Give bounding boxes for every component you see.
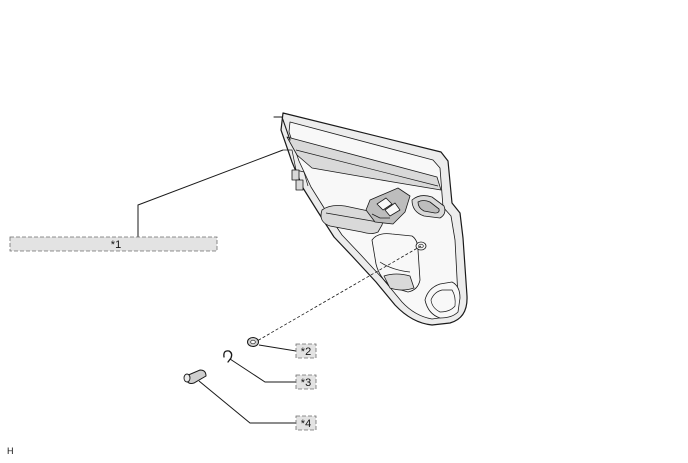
callout-2: *2 [295,343,317,359]
callout-3-label: *3 [301,377,311,389]
side-bracket-a [291,169,300,181]
callout-1-label: *1 [111,239,121,251]
leader-line-4 [198,380,296,424]
callout-4-label: *4 [301,418,311,430]
callout-1: *1 [9,236,218,252]
clip-part-4 [183,369,207,384]
door-trim-panel-illustration [273,112,468,326]
leader-line-1 [137,149,284,237]
leader-line-3 [229,358,296,383]
clip-part-2 [247,337,259,347]
install-path-line [256,245,422,342]
clip-part-3 [223,350,233,363]
leader-line-2 [258,344,297,352]
figure-code: H [7,446,14,456]
side-bracket-b [295,179,304,191]
callout-4: *4 [295,415,317,431]
callout-3: *3 [295,374,317,390]
callout-2-label: *2 [301,346,311,358]
